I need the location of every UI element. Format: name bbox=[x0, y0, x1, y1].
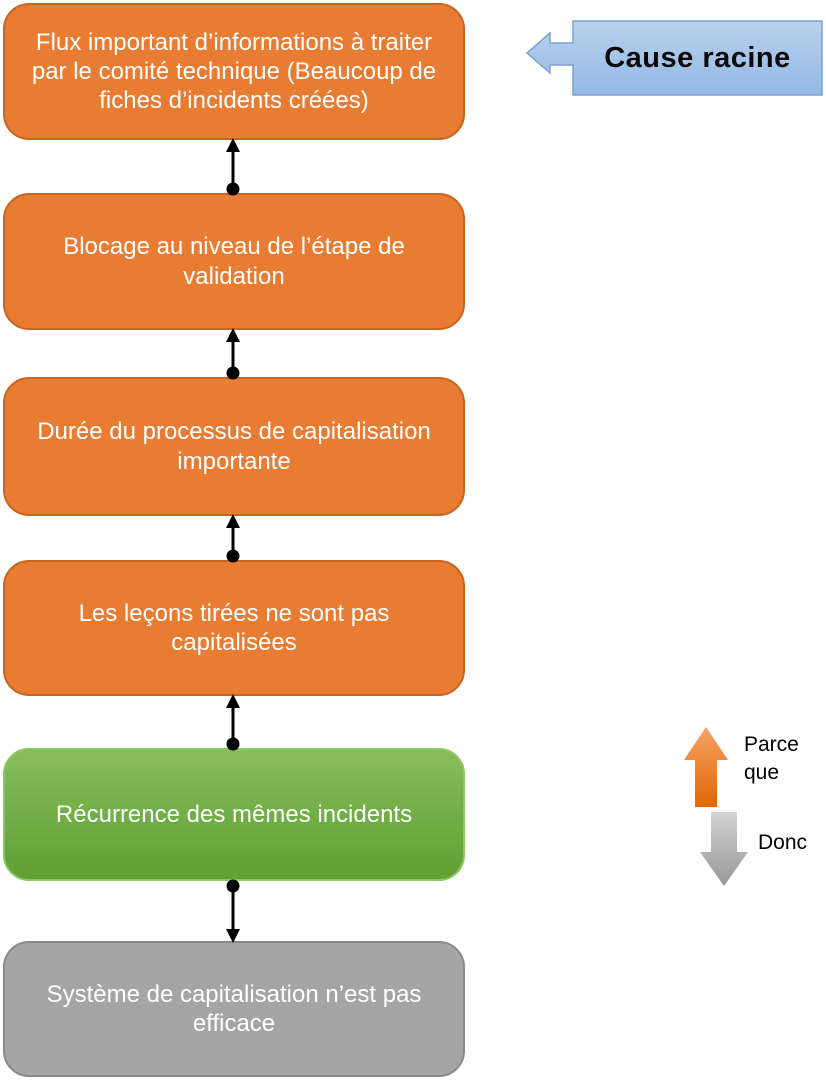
box-label: Durée du processus de capitalisation imp… bbox=[37, 418, 431, 475]
cause-racine-label: Cause racine bbox=[604, 41, 791, 74]
diagram-box-systeme-capitalisation: Système de capitalisation n’est pas effi… bbox=[3, 941, 465, 1077]
legend-down-arrow-icon bbox=[700, 812, 748, 886]
diagram-box-duree-processus: Durée du processus de capitalisation imp… bbox=[3, 377, 465, 516]
legend-up-arrow-icon bbox=[684, 727, 728, 807]
legend-therefore-label: Donc bbox=[758, 831, 808, 854]
up-arrow-connector-icon bbox=[226, 328, 240, 380]
up-arrow-connector-icon bbox=[226, 694, 240, 751]
cause-racine-callout-arrow-icon bbox=[525, 20, 823, 96]
box-label: Blocage au niveau de l’étape de validati… bbox=[63, 233, 405, 290]
diagram-box-recurrence-incidents: Récurrence des mêmes incidents bbox=[3, 748, 465, 881]
up-arrow-connector-icon bbox=[226, 138, 240, 196]
diagram-box-lecons-tirees: Les leçons tirées ne sont pas capitalisé… bbox=[3, 560, 465, 696]
diagram-box-blocage-validation: Blocage au niveau de l’étape de validati… bbox=[3, 193, 465, 330]
up-arrow-connector-icon bbox=[226, 514, 240, 563]
box-label: Système de capitalisation n’est pas effi… bbox=[46, 980, 422, 1037]
box-label: Récurrence des mêmes incidents bbox=[55, 800, 413, 828]
legend-because-label: Parce que bbox=[744, 733, 799, 785]
box-label: Flux important d’informations à traiter … bbox=[31, 28, 437, 115]
box-label: Les leçons tirées ne sont pas capitalisé… bbox=[78, 599, 390, 656]
diagram-box-flux-informations: Flux important d’informations à traiter … bbox=[3, 3, 465, 140]
down-arrow-connector-icon bbox=[226, 879, 240, 943]
